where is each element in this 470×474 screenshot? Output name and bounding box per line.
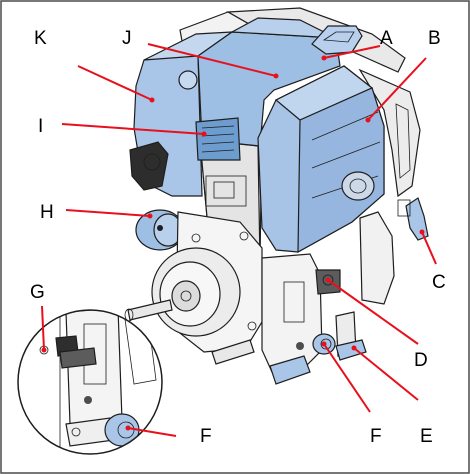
leader-g-end bbox=[41, 347, 47, 353]
leader-i bbox=[61, 123, 205, 135]
leader-h-end bbox=[147, 213, 153, 219]
callout-c: C bbox=[432, 272, 446, 293]
leader-b-end bbox=[365, 117, 371, 123]
leader-a bbox=[323, 45, 381, 59]
callout-j: K bbox=[34, 28, 47, 49]
top-tab bbox=[311, 25, 363, 55]
left-bracket bbox=[129, 141, 169, 191]
leader-j-end bbox=[149, 97, 155, 103]
left-foot bbox=[269, 355, 311, 385]
hood-side-face bbox=[297, 87, 385, 254]
leader-f2-end bbox=[321, 341, 327, 347]
leader-i-end bbox=[201, 131, 207, 137]
nameplate bbox=[195, 117, 241, 161]
d-clamp-screw bbox=[322, 274, 334, 286]
right-lever bbox=[405, 197, 429, 241]
top-panel-lid bbox=[229, 17, 337, 39]
callout-d: D bbox=[414, 350, 428, 371]
frame-window bbox=[205, 175, 247, 207]
frame-window-inner bbox=[213, 181, 235, 199]
leader-d-end bbox=[325, 277, 331, 283]
right-disc bbox=[359, 211, 395, 305]
right-rear-rib bbox=[395, 103, 411, 179]
lower-block-slot bbox=[283, 281, 305, 323]
leader-a-end bbox=[321, 55, 327, 61]
callout-i: I bbox=[38, 116, 43, 137]
leader-f2 bbox=[323, 343, 371, 413]
lower-block bbox=[261, 253, 323, 373]
bottom-shaft bbox=[211, 339, 255, 365]
leader-g bbox=[41, 305, 45, 351]
callout-f1: F bbox=[200, 426, 212, 447]
lever-mount bbox=[397, 199, 411, 217]
f-knob-center bbox=[320, 338, 332, 350]
hood-knob-core bbox=[349, 178, 367, 194]
leader-k bbox=[147, 43, 277, 77]
inset-foot-hole bbox=[71, 427, 81, 437]
left-bracket-hole bbox=[143, 153, 161, 171]
pulley-hub bbox=[171, 280, 201, 312]
leader-h bbox=[65, 209, 151, 217]
leader-j bbox=[77, 65, 153, 101]
flange-hole-3 bbox=[247, 321, 257, 331]
left-roller-bolt bbox=[157, 225, 163, 231]
inset-outline bbox=[17, 309, 163, 455]
leader-d bbox=[327, 279, 419, 345]
inset-bolt bbox=[84, 396, 92, 404]
callout-h: H bbox=[40, 202, 54, 223]
callout-g: G bbox=[30, 282, 45, 303]
callout-f2: F bbox=[370, 426, 382, 447]
callout-k: J bbox=[122, 28, 132, 49]
leader-b bbox=[367, 57, 427, 121]
leader-f1 bbox=[127, 427, 177, 437]
hood-knob bbox=[341, 171, 375, 201]
pulley-axle bbox=[180, 290, 192, 302]
leader-c bbox=[421, 231, 437, 265]
right-rear-housing bbox=[358, 68, 421, 198]
lower-bolt bbox=[296, 342, 304, 350]
detail-inset bbox=[17, 309, 163, 455]
flange-hole-2 bbox=[239, 231, 249, 241]
leader-lines bbox=[41, 43, 437, 437]
leader-k-end bbox=[273, 73, 279, 79]
leader-c-end bbox=[419, 229, 425, 235]
flange-hole-1 bbox=[191, 233, 201, 243]
callout-labels: K J A B I H C G D F E F bbox=[30, 28, 446, 447]
top-tab-slot bbox=[322, 31, 355, 43]
callout-e: E bbox=[420, 426, 433, 447]
inset-bar bbox=[59, 347, 97, 369]
leader-f1-end bbox=[125, 425, 131, 431]
leader-e bbox=[353, 347, 419, 401]
machine-illustration bbox=[124, 7, 429, 385]
e-foot bbox=[335, 339, 367, 361]
left-shaft bbox=[127, 299, 173, 321]
callout-b: B bbox=[428, 28, 441, 49]
cover-hole bbox=[178, 70, 198, 90]
leader-e-end bbox=[351, 345, 357, 351]
nameplate-lines bbox=[201, 125, 235, 153]
callout-a: A bbox=[380, 28, 393, 49]
